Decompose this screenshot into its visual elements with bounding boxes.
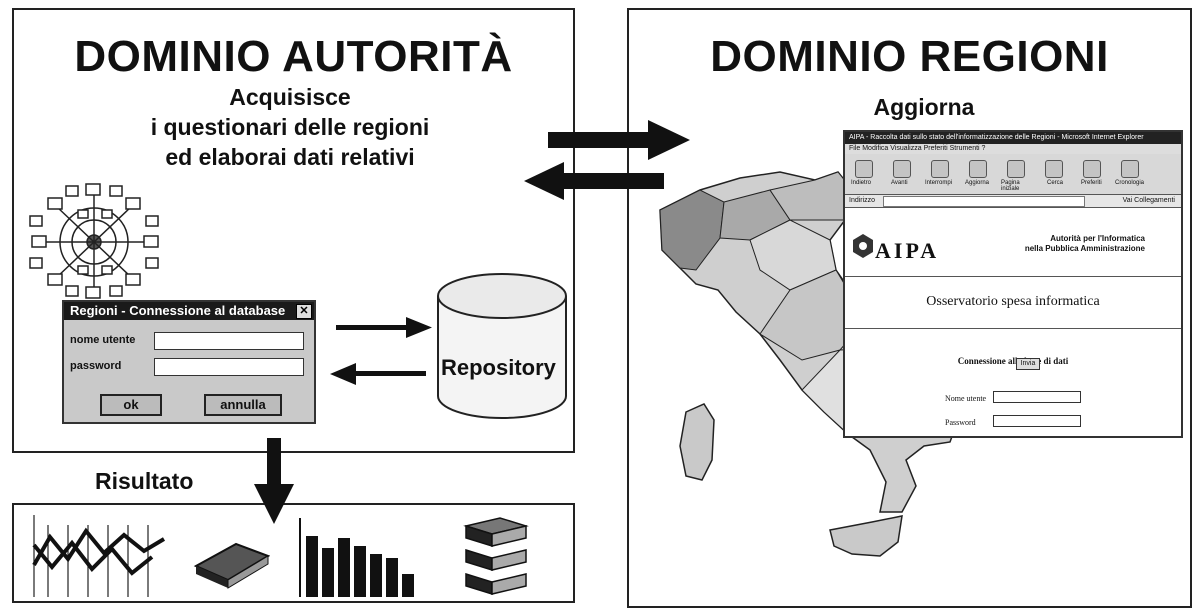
browser-content: AIPA Autorità per l'Informatica nella Pu… — [845, 208, 1181, 438]
username-field[interactable] — [154, 332, 304, 350]
result-label: Risultato — [95, 468, 194, 494]
regions-domain-title: DOMINIO REGIONI — [710, 32, 1109, 81]
desc-line: ed elaborai dati relativi — [165, 144, 415, 170]
favorites-icon[interactable] — [1083, 160, 1101, 178]
back-icon[interactable] — [855, 160, 873, 178]
web-username-field[interactable] — [993, 391, 1081, 403]
observatory-title: Osservatorio spesa informatica — [926, 294, 1100, 309]
desc-line: Acquisisce — [229, 84, 351, 110]
web-password-field[interactable] — [993, 415, 1081, 427]
address-input[interactable] — [883, 196, 1085, 207]
web-username-label: Nome utente — [945, 394, 987, 403]
refresh-icon[interactable] — [969, 160, 987, 178]
arrow-to-regions-icon — [548, 120, 690, 160]
toolbar-label: Cronologia — [1115, 180, 1145, 186]
login-dialog-title: Regioni - Connessione al database — [70, 303, 286, 318]
desc-line: i questionari delle regioni — [150, 114, 430, 140]
stop-icon[interactable] — [931, 160, 949, 178]
address-go-links[interactable]: Vai Collegamenti — [1122, 197, 1175, 204]
login-dialog: Regioni - Connessione al database ✕ nome… — [62, 300, 316, 424]
aipa-emblem-icon — [853, 234, 873, 258]
authority-domain-description: Acquisisce i questionari delle regioni e… — [100, 82, 480, 172]
authority-domain-title: DOMINIO AUTORITÀ — [74, 32, 513, 81]
submit-button[interactable]: Invia — [1016, 358, 1040, 370]
browser-address-bar: Indirizzo Vai Collegamenti — [845, 195, 1181, 208]
line-chart-icon — [32, 515, 166, 597]
arrow-right-icon — [336, 317, 432, 338]
toolbar-label: Avanti — [891, 180, 908, 186]
toolbar-label: Interrompi — [925, 180, 953, 186]
arrow-left-icon — [330, 363, 426, 385]
username-label: nome utente — [70, 334, 136, 346]
browser-menu-bar[interactable]: File Modifica Visualizza Preferiti Strum… — [845, 144, 1181, 154]
toolbar-label: Indietro — [851, 180, 872, 186]
divider — [845, 328, 1181, 329]
arrow-to-authority-icon — [524, 162, 664, 200]
search-icon[interactable] — [1045, 160, 1063, 178]
repository-label: Repository — [441, 355, 556, 380]
aipa-logo: AIPA — [875, 238, 940, 263]
close-icon[interactable]: ✕ — [296, 304, 312, 319]
bar-chart-icon — [299, 518, 414, 597]
book-icon — [193, 542, 270, 589]
arrow-down-icon — [254, 438, 294, 524]
aipa-tagline: Autorità per l'Informatica nella Pubblic… — [995, 234, 1145, 254]
browser-titlebar[interactable]: AIPA - Raccolta dati sullo stato dell'in… — [845, 132, 1181, 144]
cancel-button[interactable]: annulla — [204, 394, 282, 416]
regions-domain-description: Aggiorna — [873, 94, 975, 120]
books-stack-icon — [463, 517, 529, 596]
password-field[interactable] — [154, 358, 304, 376]
address-label: Indirizzo — [849, 197, 876, 204]
tagline-line: nella Pubblica Amministrazione — [1024, 244, 1145, 253]
tagline-line: Autorità per l'Informatica — [1050, 234, 1145, 243]
history-icon[interactable] — [1121, 160, 1139, 178]
browser-window: AIPA - Raccolta dati sullo stato dell'in… — [843, 130, 1183, 438]
connection-title: Connessione alla base di dati — [957, 356, 1069, 366]
home-icon[interactable] — [1007, 160, 1025, 178]
forward-icon[interactable] — [893, 160, 911, 178]
ok-button[interactable]: ok — [100, 394, 162, 416]
divider — [845, 276, 1181, 277]
database-icon — [437, 273, 567, 419]
web-password-label: Password — [945, 418, 976, 427]
toolbar-label: Aggiorna — [965, 180, 990, 186]
toolbar-label: Cerca — [1047, 180, 1064, 186]
network-icon — [29, 183, 159, 299]
toolbar-label: Preferiti — [1081, 180, 1102, 186]
browser-toolbar: Indietro Avanti Interrompi Aggiorna Pagi… — [845, 154, 1181, 195]
login-dialog-titlebar[interactable]: Regioni - Connessione al database ✕ — [64, 302, 314, 320]
toolbar-label: Pagina iniziale — [1001, 180, 1020, 192]
password-label: password — [70, 360, 122, 372]
